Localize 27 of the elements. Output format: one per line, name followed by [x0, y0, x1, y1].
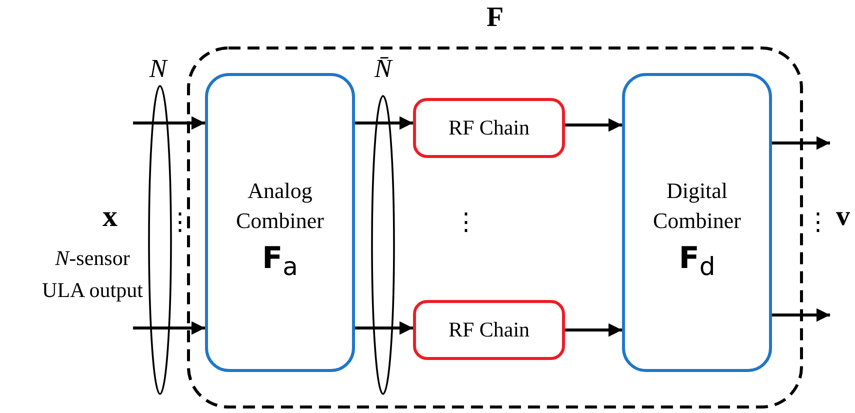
arrow — [133, 321, 205, 335]
input-symbol: x — [102, 200, 118, 233]
rf-chain-block — [413, 300, 565, 360]
arrow — [355, 116, 413, 130]
arrow — [565, 118, 622, 132]
block-label: Digital Combiner — [652, 177, 742, 235]
ellipsis-mark: ⋮ — [168, 210, 188, 236]
arrow — [133, 116, 205, 130]
block-label: RF Chain — [447, 318, 531, 342]
block-label: RF Chain — [447, 116, 531, 140]
matrix-symbol: F$_{d}$ — [678, 241, 716, 281]
arrow — [565, 323, 622, 337]
group-title: F — [485, 2, 505, 34]
block-label: Analog Combiner — [235, 177, 325, 235]
arrow — [355, 321, 413, 335]
combiner-block — [622, 73, 772, 372]
input-description: N-sensor ULA output — [41, 245, 144, 304]
ellipsis-mark: ⋮ — [806, 210, 822, 236]
matrix-symbol: F$_{a}$ — [261, 241, 299, 281]
ellipsis-mark: ⋮ — [454, 210, 474, 236]
bundle-size-label: N̄ — [373, 55, 394, 84]
combiner-block — [205, 73, 355, 372]
arrow — [772, 308, 830, 322]
bundle-size-label: N — [148, 55, 169, 84]
output-symbol: v — [835, 202, 851, 233]
arrow — [772, 136, 830, 150]
rf-chain-block — [413, 98, 565, 158]
